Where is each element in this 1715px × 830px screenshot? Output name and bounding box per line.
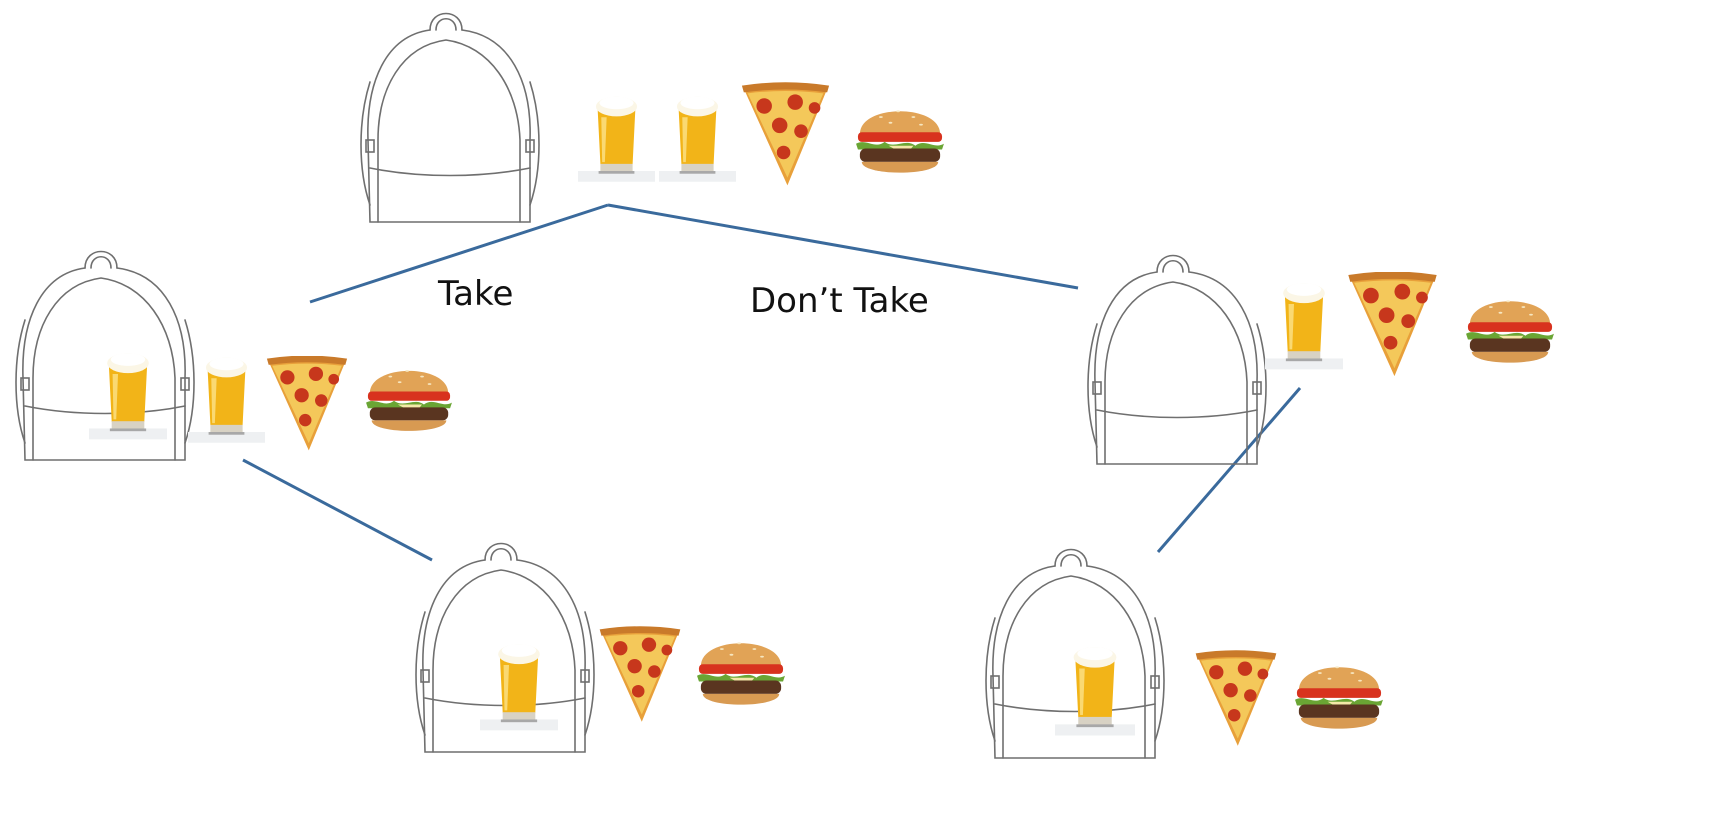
edge-take-to-child (243, 460, 432, 560)
node-dont-take (1088, 256, 1554, 465)
edge-dont-take-to-child (1158, 388, 1300, 552)
take-label: Take (437, 274, 513, 314)
dont-take-label: Don’t Take (750, 281, 929, 321)
beer-glass-icon (480, 644, 558, 730)
edge-root-to-dont-take (608, 205, 1078, 288)
beer-glass-icon (1055, 647, 1135, 735)
pizza-slice-icon (267, 356, 347, 451)
beer-glass-icon (188, 358, 265, 443)
beer-glass-icon (1265, 283, 1343, 369)
node-root (361, 14, 944, 223)
node-dont-take-child (986, 550, 1383, 759)
beer-glass-icon (659, 97, 736, 182)
beer-glass-icon (89, 353, 167, 439)
pizza-slice-icon (1196, 650, 1277, 745)
backpack-icon (1088, 256, 1266, 465)
beer-glass-icon (578, 97, 655, 182)
burger-icon (1466, 300, 1554, 362)
burger-icon (366, 370, 452, 431)
burger-icon (697, 642, 785, 704)
node-take-child (416, 544, 785, 753)
burger-icon (1295, 666, 1383, 728)
node-take (16, 252, 452, 461)
pizza-slice-icon (1348, 272, 1436, 377)
burger-icon (856, 110, 944, 172)
pizza-slice-icon (742, 82, 829, 185)
pizza-slice-icon (600, 626, 681, 721)
backpack-icon (361, 14, 539, 223)
